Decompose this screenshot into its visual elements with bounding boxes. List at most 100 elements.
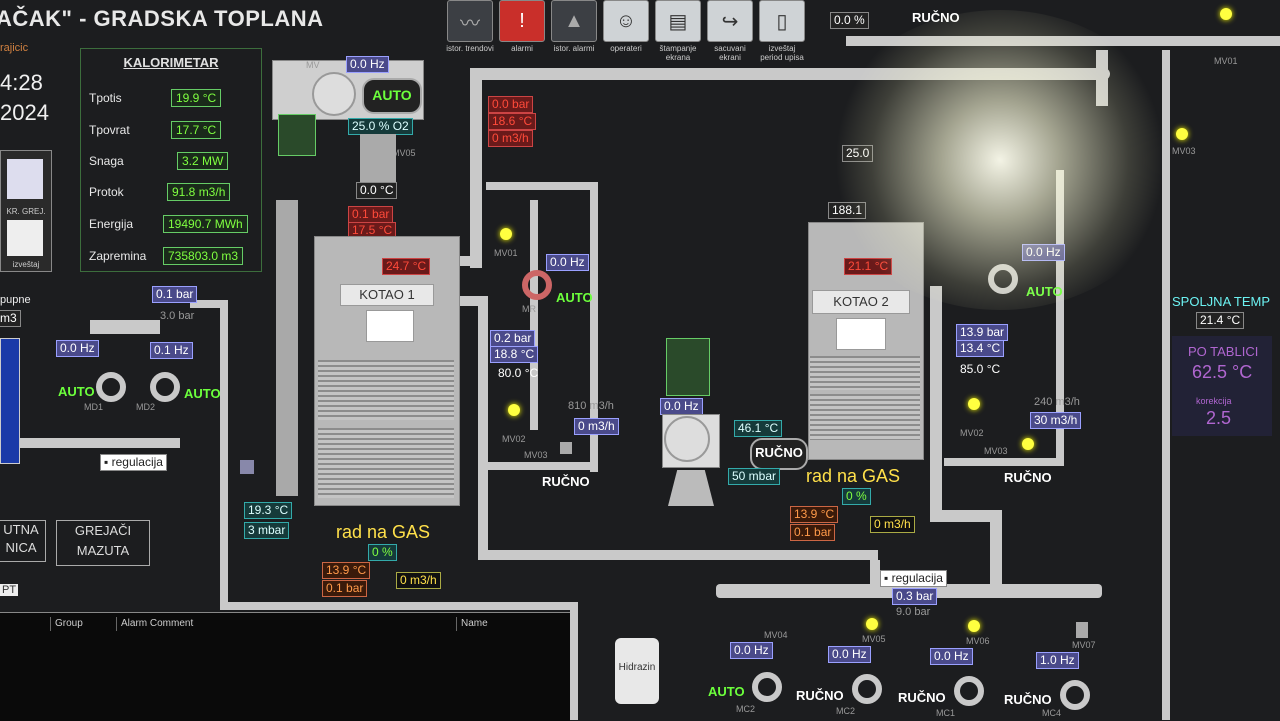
md1-pump-icon[interactable] — [96, 372, 126, 402]
toolbar-alarms-button[interactable]: !alarmi — [498, 0, 546, 62]
energija-value: 19490.7 MWh — [163, 215, 248, 233]
k2-pump-icon[interactable] — [988, 264, 1018, 294]
k2-mv03-label: MV03 — [984, 446, 1008, 456]
mc2a-pump-icon[interactable] — [752, 672, 782, 702]
bottom-regulacija-button[interactable]: ▪ regulacija — [880, 570, 947, 587]
pupne-label: pupne — [0, 294, 31, 306]
k2-hz: 0.0 Hz — [1022, 244, 1065, 261]
k2-gauge-icon[interactable] — [836, 318, 886, 350]
mv02-valve-icon[interactable] — [508, 404, 520, 416]
mv06-mode[interactable]: RUČNO — [898, 690, 946, 705]
alarm-col-comment[interactable]: Alarm Comment — [116, 617, 451, 631]
snaga-value: 3.2 MW — [177, 152, 229, 170]
alarm-col-group[interactable]: Group — [50, 617, 115, 631]
toolbar-report-button[interactable]: ▯izveštaj period upisa — [758, 0, 806, 62]
mc1-pump-icon[interactable] — [954, 676, 984, 706]
clock-time: 4:28 — [0, 70, 43, 95]
pipe-k2-bottom — [930, 510, 1000, 522]
mv03-mode[interactable]: RUČNO — [542, 474, 590, 489]
burner-mbar: 50 mbar — [728, 468, 781, 485]
energija-label: Energija — [89, 217, 134, 231]
report-icon — [7, 220, 43, 256]
left-regulacija-button[interactable]: ▪ regulacija — [100, 454, 167, 471]
left-pump-bottom — [20, 438, 180, 448]
mr-mode[interactable]: AUTO — [556, 290, 593, 305]
k2-flow-setpoint: 240 m3/h — [1034, 396, 1080, 408]
toolbar-history-alarms-button[interactable]: ▲istor. alarmi — [550, 0, 598, 62]
pipe-right-vert — [1096, 50, 1108, 106]
pipe-left-bottom — [220, 602, 576, 610]
k1-name-plate: KOTAO 1 — [340, 284, 434, 306]
k2-gas-flow: 0 m3/h — [870, 516, 915, 533]
mid-temp: 18.6 °C — [488, 113, 537, 130]
mv07-mode[interactable]: RUČNO — [1004, 692, 1052, 707]
burner-control-icon[interactable] — [666, 338, 710, 396]
k1-temp: 17.5 °C — [348, 222, 397, 239]
mv03-label: MV03 — [524, 450, 548, 460]
toolbar-print-button[interactable]: ▤štampanje ekrana — [654, 0, 702, 62]
top-mv01-valve-icon[interactable] — [1220, 8, 1232, 20]
snaga-label: Snaga — [89, 154, 124, 168]
hidrazin-tank[interactable]: Hidrazin — [615, 638, 659, 704]
chimney-k1 — [276, 200, 298, 496]
operator-name: rajicic — [0, 42, 29, 54]
md1-mode[interactable]: AUTO — [58, 384, 95, 399]
k1-control-panel-icon[interactable] — [278, 114, 316, 156]
mv06-valve-icon[interactable] — [968, 620, 980, 632]
toolbar-saved-screens-button[interactable]: ↪sacuvani ekrani — [706, 0, 754, 62]
toolbar-trends-button[interactable]: 〰istor. trendovi — [446, 0, 494, 62]
mv05-valve-icon[interactable] — [866, 618, 878, 630]
k2-mv02-label: MV02 — [960, 428, 984, 438]
grejaci-mazuta-button[interactable]: GREJAČI MAZUTA — [56, 520, 150, 566]
k2-mode[interactable]: AUTO — [1026, 284, 1063, 299]
mc1-label: MC1 — [936, 708, 956, 718]
left-setpoint-readout: 3.0 bar — [160, 310, 195, 322]
pipe-k2-bottom-drop — [990, 510, 1002, 590]
mv04-mode[interactable]: AUTO — [708, 684, 745, 699]
mv06-hz: 0.0 Hz — [930, 648, 973, 665]
k2-mv02-valve-icon[interactable] — [968, 398, 980, 410]
mv07-valve-icon[interactable] — [1076, 622, 1088, 638]
top-right-mode[interactable]: RUČNO — [912, 10, 960, 25]
clock-date: 2024 — [0, 100, 49, 125]
pipe-left-vert — [220, 300, 228, 606]
k2-flow-value: 30 m3/h — [1030, 412, 1082, 429]
k1-o2-readout: 25.0 % O2 — [348, 118, 413, 135]
k2-gas-pressure: 0.1 bar — [790, 524, 836, 541]
burner-fan-icon[interactable] — [664, 416, 710, 462]
k2-mv03-valve-icon[interactable] — [1022, 438, 1034, 450]
mc4-pump-icon[interactable] — [1060, 680, 1090, 710]
k1-mode-button[interactable]: AUTO — [362, 78, 422, 114]
k1-gas-pressure: 0.1 bar — [322, 580, 368, 597]
main-pipe-top — [470, 68, 1110, 80]
bottom-pressure: 0.3 bar — [892, 588, 938, 605]
k1-fan-icon[interactable] — [312, 72, 356, 116]
k2-name-plate: KOTAO 2 — [812, 290, 910, 314]
history-alarm-icon: ▲ — [551, 0, 597, 42]
mv01-valve-icon[interactable] — [500, 228, 512, 240]
md2-mode[interactable]: AUTO — [184, 386, 221, 401]
k2-mv03-mode[interactable]: RUČNO — [1004, 470, 1052, 485]
k1-gas-flow: 0 m3/h — [396, 572, 441, 589]
pipe-left-top — [190, 300, 224, 308]
pupne-m3: m3 — [0, 310, 21, 327]
md2-label: MD2 — [136, 402, 156, 412]
kr-grej-button[interactable]: KR. GREJ. izveštaj — [0, 150, 52, 272]
alarm-table[interactable]: Group Alarm Comment Name — [0, 612, 570, 721]
mr-pump-icon[interactable] — [522, 270, 552, 300]
mv05-mode[interactable]: RUČNO — [796, 688, 844, 703]
mv03-valve-icon[interactable] — [560, 442, 572, 454]
alarm-col-name[interactable]: Name — [456, 617, 561, 631]
top-mv03-valve-icon[interactable] — [1176, 128, 1188, 140]
mc2b-pump-icon[interactable] — [852, 674, 882, 704]
md2-pump-icon[interactable] — [150, 372, 180, 402]
k1-gauge-icon[interactable] — [366, 310, 414, 342]
pipe-k2-down — [930, 286, 942, 516]
burner-mode-button[interactable]: RUČNO — [750, 438, 808, 470]
pipe-k2-loop-bottom — [944, 458, 1064, 466]
toolbar-operators-button[interactable]: ☺operateri — [602, 0, 650, 62]
k2-section-1 — [810, 356, 920, 390]
k1-mv05-label: MV05 — [392, 148, 416, 158]
utna-nica-button[interactable]: UTNA NICA — [0, 520, 46, 562]
mv06-label: MV06 — [966, 636, 990, 646]
